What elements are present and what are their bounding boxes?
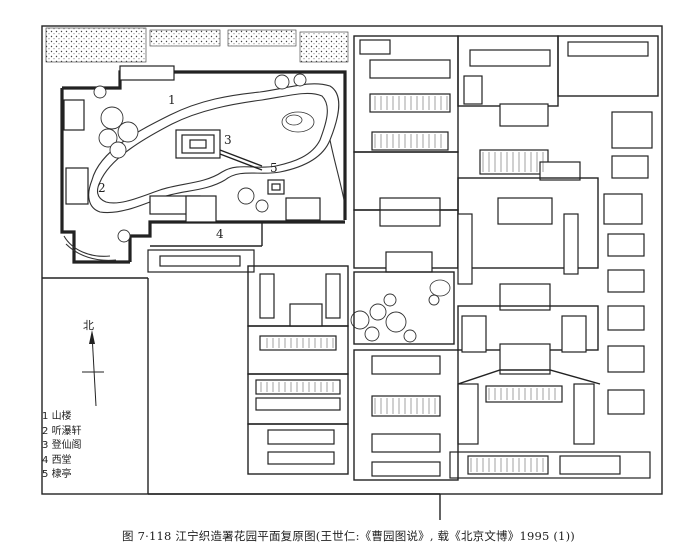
legend-item: 1 山楼 — [42, 411, 72, 422]
label-4: 4 — [216, 227, 224, 241]
west-hall-path — [150, 222, 263, 247]
north-label: 北 — [83, 319, 94, 332]
label-5: 5 — [270, 161, 278, 175]
central-courtyards — [247, 265, 349, 475]
column-textures — [258, 96, 560, 472]
legend-item: 3 登仙阁 — [42, 440, 82, 451]
north-arrow-icon — [82, 330, 104, 407]
legend-item: 5 棣亭 — [42, 469, 72, 480]
label-3: 3 — [224, 133, 232, 147]
figure-caption: 图 7·118 江宁织造署花园平面复原图(王世仁:《曹园图说》, 载《北京文博》… — [122, 529, 575, 543]
label-1: 1 — [168, 93, 176, 107]
legend-item: 2 听瀑轩 — [42, 425, 82, 437]
planting-strips — [45, 27, 349, 63]
garden-corridor — [60, 70, 347, 264]
pavilion-3 — [175, 129, 263, 171]
legend: 1 山楼 2 听瀑轩 3 登仙阁 4 西堂 5 棣亭 — [42, 410, 82, 483]
outer-wall — [41, 25, 663, 520]
label-2: 2 — [98, 181, 106, 195]
pond — [63, 83, 345, 261]
legend-item: 4 西堂 — [42, 454, 72, 466]
west-buildings — [63, 65, 321, 273]
garden-plan: 1 2 3 4 5 — [41, 25, 663, 520]
pavilion-5 — [267, 179, 285, 195]
